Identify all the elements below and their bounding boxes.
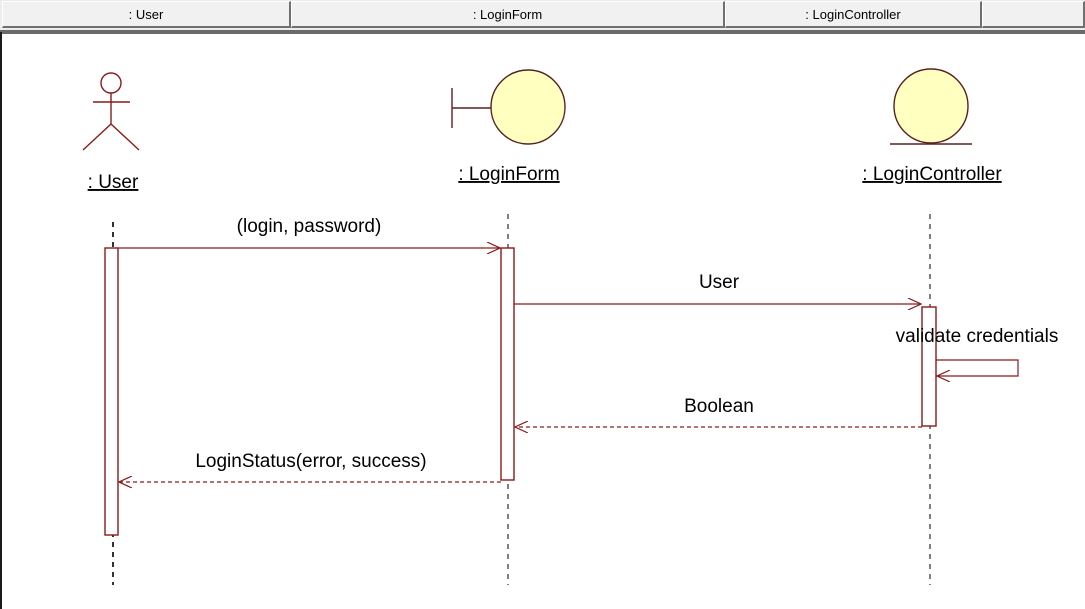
canvas-border [0,32,2,609]
activation-bar-logincontroller[interactable] [921,306,937,427]
header-column-logincontroller[interactable]: : LoginController [725,1,982,28]
header-column-empty[interactable] [982,1,1085,28]
message-boolean-return[interactable]: Boolean [515,396,922,427]
object-label-loginform: : LoginForm [458,164,559,185]
boundary-icon [451,69,566,145]
activation-bar-user[interactable] [104,247,119,536]
message-label: User [699,272,740,293]
message-label: LoginStatus(error, success) [195,451,426,472]
actor-icon [82,72,140,151]
object-user[interactable]: : User [82,72,140,193]
object-loginform[interactable]: : LoginForm [451,69,566,185]
message-user[interactable]: User [514,272,921,304]
message-validate-credentials[interactable]: validate credentials [896,326,1059,376]
message-label: (login, password) [237,216,382,237]
message-label: validate credentials [896,326,1059,347]
control-icon [890,68,972,145]
header-separator [0,30,1085,34]
message-login-password[interactable]: (login, password) [118,216,500,248]
header-column-loginform[interactable]: : LoginForm [291,1,725,28]
header-column-user[interactable]: : User [2,1,291,28]
message-label: Boolean [684,396,754,417]
activation-bar-loginform[interactable] [500,247,515,481]
message-loginstatus-return[interactable]: LoginStatus(error, success) [119,451,501,482]
object-label-logincontroller: : LoginController [862,164,1002,185]
object-logincontroller[interactable]: : LoginController [862,68,1002,185]
object-label-user: : User [88,172,139,193]
lifeline-header-bar: : User : LoginForm : LoginController [0,0,1085,32]
